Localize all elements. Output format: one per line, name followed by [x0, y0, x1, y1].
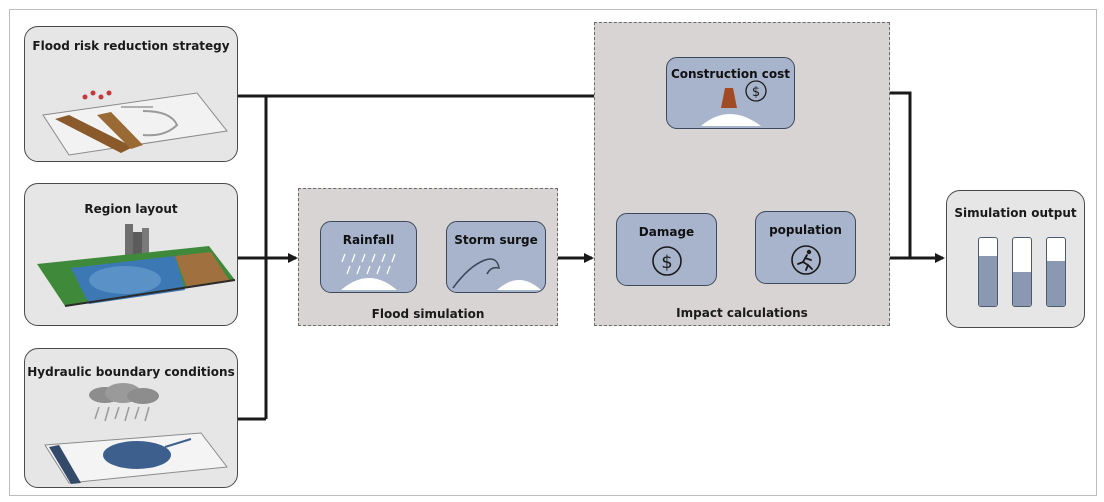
rainfall-icon [341, 253, 397, 290]
population-title: population [769, 223, 842, 237]
region-box: Region layout [24, 183, 238, 326]
output-title: Simulation output [954, 206, 1077, 220]
hydraulic-box: Hydraulic boundary conditions [24, 348, 238, 488]
wave-icon [452, 258, 541, 290]
strategy-title: Flood risk reduction strategy [32, 39, 230, 53]
construction-icon: $ [701, 80, 767, 126]
region-title: Region layout [84, 202, 178, 216]
construction-cost-card: Construction cost $ [666, 57, 795, 129]
output-bar-3 [1046, 237, 1066, 307]
damage-title: Damage [638, 225, 695, 239]
output-bar-2-fill [1013, 272, 1031, 306]
flood-simulation-label: Flood simulation [371, 307, 485, 321]
output-bar-1-fill [979, 255, 997, 306]
strategy-map-icon [42, 90, 228, 156]
running-person-icon [791, 245, 821, 275]
impact-calculations-label: Impact calculations [676, 306, 808, 320]
damage-card: Damage $ [616, 213, 717, 286]
output-box: Simulation output [946, 190, 1085, 328]
hydraulic-title: Hydraulic boundary conditions [27, 365, 235, 379]
storm-surge-title: Storm surge [454, 233, 538, 247]
output-bar-2 [1012, 237, 1032, 307]
population-card: population [755, 211, 856, 284]
output-bar-3-fill [1047, 261, 1065, 306]
strategy-box: Flood risk reduction strategy [24, 26, 238, 162]
dollar-icon: $ [752, 85, 760, 100]
rainfall-title: Rainfall [342, 233, 395, 247]
damage-dollar-icon: $ [652, 246, 682, 276]
hydraulic-cloud-icon [44, 383, 228, 484]
rainfall-card: Rainfall [320, 221, 417, 293]
region-map-icon [37, 224, 236, 307]
storm-surge-card: Storm surge [446, 221, 546, 293]
construction-cost-title: Construction cost [670, 67, 791, 81]
svg-text:$: $ [661, 252, 672, 273]
output-bar-1 [978, 237, 998, 307]
